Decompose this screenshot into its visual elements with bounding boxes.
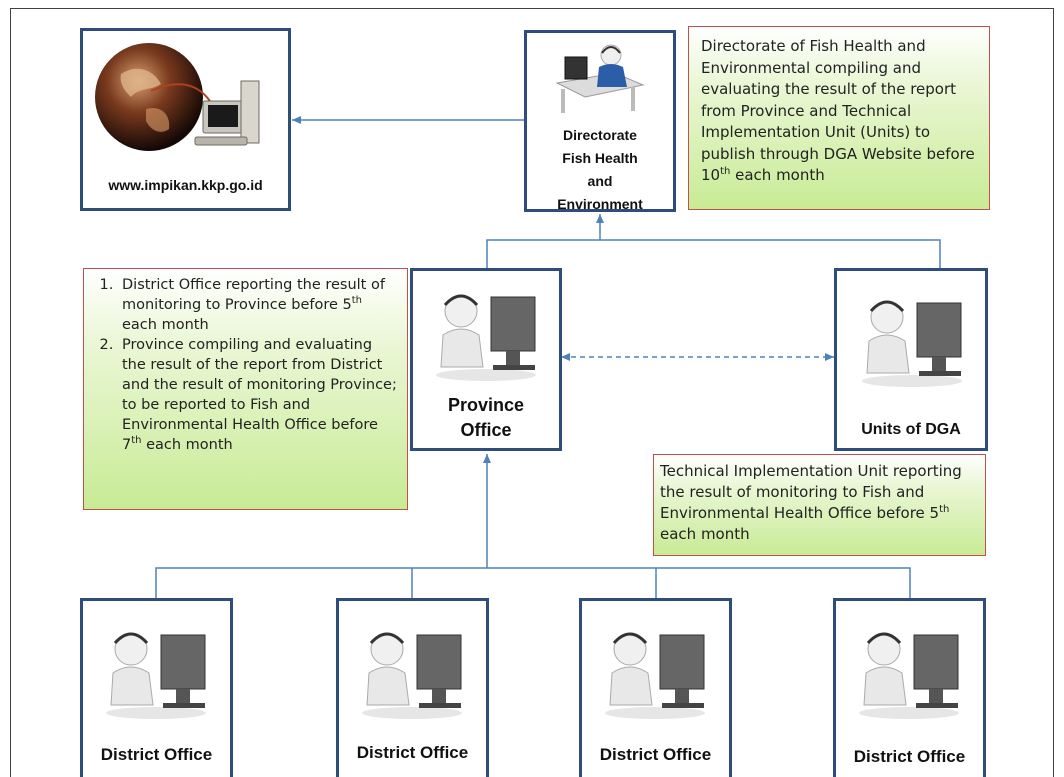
units-node: Units of DGA [834, 268, 988, 451]
province-note: District Office reporting the result of … [83, 268, 408, 510]
district-node: District Office [336, 598, 489, 777]
person-computer-icon [862, 300, 962, 387]
province-label: Province Office [447, 395, 525, 440]
website-label: www.impikan.kkp.go.id [108, 177, 263, 193]
person-computer-icon [859, 632, 959, 719]
district-label: District Office [853, 747, 966, 766]
person-computer-icon [106, 632, 206, 719]
website-node: www.impikan.kkp.go.id [80, 28, 291, 211]
district-node: District Office [833, 598, 986, 777]
district-node: District Office [80, 598, 233, 777]
person-desk-icon [555, 44, 645, 113]
directorate-label: Directorate Fish Health and Environment [557, 127, 643, 212]
district-label: District Office [599, 745, 712, 764]
directorate-node: Directorate Fish Health and Environment [524, 30, 676, 212]
globe-computer-icon [95, 43, 260, 151]
province-note-item: Province compiling and evaluating the re… [118, 335, 399, 455]
person-computer-icon [436, 294, 536, 381]
person-computer-icon [605, 632, 705, 719]
person-computer-icon [362, 632, 462, 719]
district-label: District Office [100, 745, 213, 764]
units-note: Technical Implementation Unit reporting … [653, 454, 986, 556]
directorate-note: Directorate of Fish Health and Environme… [688, 26, 990, 210]
district-label: District Office [356, 743, 469, 762]
province-note-item: District Office reporting the result of … [118, 275, 399, 335]
connector-province-units-bus [486, 239, 941, 268]
province-node: Province Office [410, 268, 562, 451]
district-node: District Office [579, 598, 732, 777]
connector-district-bus [155, 567, 911, 598]
units-label: Units of DGA [861, 421, 961, 438]
outer-frame [10, 8, 1054, 777]
